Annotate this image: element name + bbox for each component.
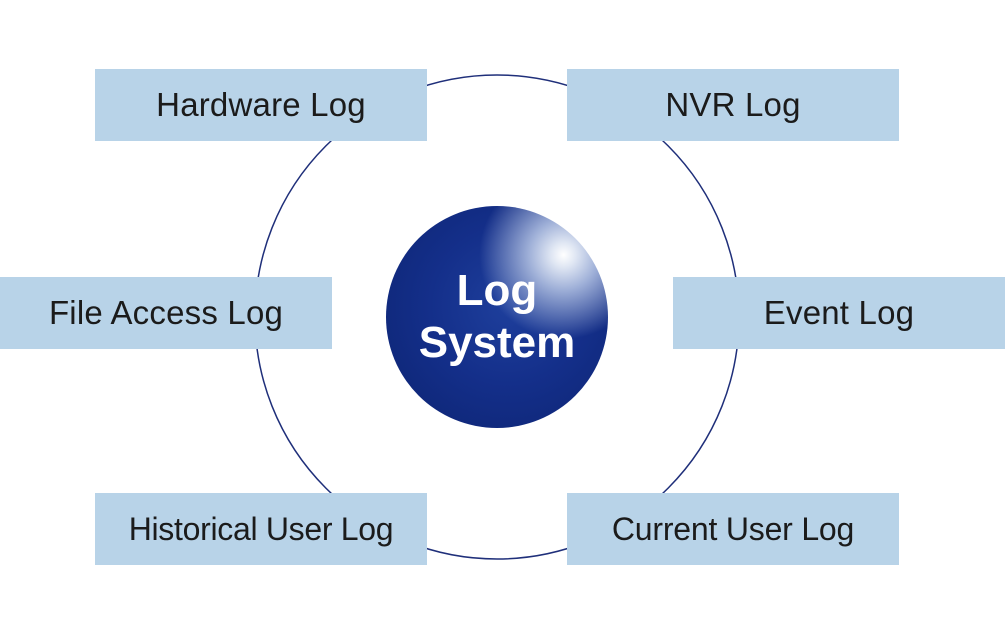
file-access-log-label: File Access Log [48,294,284,331]
current-user-log-node: Current User Log [567,493,899,565]
center-title-line2: System [418,318,576,367]
historical-user-log-node: Historical User Log [95,493,427,565]
log-system-center-sphere: Log System [386,206,608,428]
nvr-log-label: NVR Log [665,86,801,123]
event-log-label: Event Log [763,294,915,331]
event-log-node: Event Log [673,277,1005,349]
nvr-log-node: NVR Log [567,69,899,141]
file-access-log-node: File Access Log [0,277,332,349]
hardware-log-node: Hardware Log [95,69,427,141]
historical-user-log-label: Historical User Log [128,510,394,547]
current-user-log-label: Current User Log [611,510,855,547]
center-title-line1: Log [456,266,538,315]
hardware-log-label: Hardware Log [156,86,366,123]
